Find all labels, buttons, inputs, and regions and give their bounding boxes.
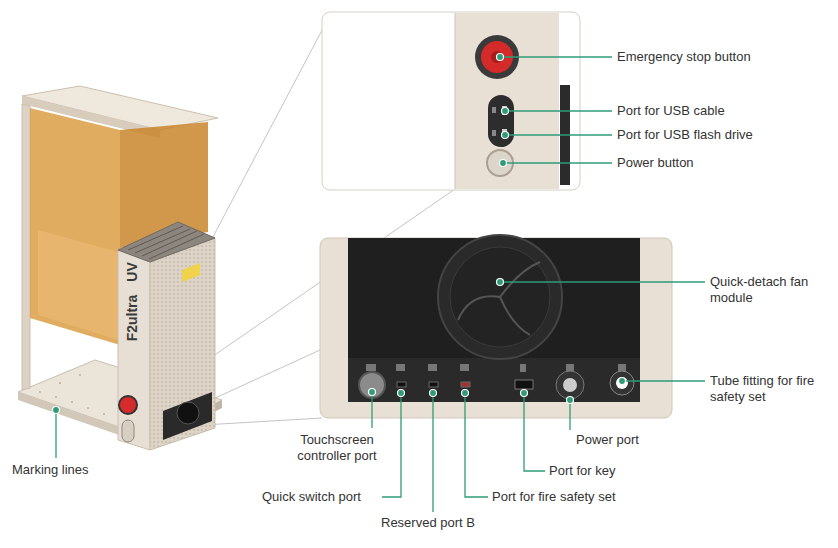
callout-label: Power port: [576, 432, 639, 448]
marking-dots: [39, 374, 121, 421]
fan-panel: [163, 392, 212, 440]
leader-line: [505, 110, 612, 111]
leader-line: [371, 392, 372, 428]
power-port: [556, 371, 584, 399]
fan: [177, 402, 199, 424]
usb-ports: [122, 420, 134, 442]
callout-label: Tube fitting for fire safety set: [710, 373, 816, 405]
callout-label: Port for fire safety set: [492, 489, 616, 505]
callout-label: Emergency stop button: [617, 49, 751, 65]
panel-frame: [320, 238, 672, 418]
model-badge: UV: [124, 262, 140, 281]
callout-label: Quick-detach fan module: [710, 274, 828, 306]
tower-vent: [118, 222, 215, 262]
zoom-line: [200, 350, 320, 405]
port-icons: [366, 364, 626, 372]
touchscreen-port: [359, 372, 385, 398]
leader-lines: [56, 57, 705, 512]
port-icon: [492, 130, 496, 136]
callout-label: Port for USB cable: [617, 103, 725, 119]
face-edge: [455, 13, 456, 189]
leader-line: [622, 380, 705, 381]
reserved-port: [429, 382, 438, 387]
callout-label: Marking lines: [12, 462, 89, 478]
port-icon: [492, 107, 496, 113]
leader-line: [432, 393, 433, 512]
port-strip: [348, 358, 640, 402]
model-badge: F2ultra: [124, 295, 140, 342]
callout-label: Quick switch port: [262, 489, 361, 505]
emergency-center: [491, 51, 503, 63]
port-pill: [488, 95, 514, 147]
callout-label: Reserved port B: [381, 515, 475, 531]
shield-window: [38, 230, 118, 340]
leader-line: [503, 162, 612, 163]
fire-safety-port: [461, 382, 470, 387]
callout-label: Port for USB flash drive: [617, 127, 753, 143]
leader-line: [382, 393, 401, 497]
power-port-core: [563, 378, 577, 392]
leader-line: [500, 56, 612, 57]
leader-line: [55, 410, 56, 458]
leader-line: [505, 134, 612, 135]
leader-line: [569, 400, 570, 430]
tube-fitting: [610, 371, 634, 395]
warning-plate: [182, 263, 200, 282]
fan-grill: [438, 235, 562, 359]
corner-post: [22, 104, 30, 390]
callout-label: Touchscreen controller port: [282, 432, 392, 464]
leader-line: [500, 281, 705, 282]
leader-dots: [53, 54, 626, 414]
laser-machine: [18, 86, 222, 450]
callout-label: Port for key: [549, 463, 615, 479]
key-port: [515, 380, 533, 389]
quick-switch-port: [397, 382, 406, 387]
tube-fitting-core: [616, 377, 628, 389]
zoom-line: [203, 418, 322, 425]
leader-line: [524, 393, 545, 471]
orange-shield: [30, 108, 120, 345]
fan-blades: [458, 262, 540, 335]
tower-side: [150, 238, 215, 450]
tower-front: [118, 250, 150, 450]
callout-label: Power button: [617, 155, 694, 171]
leader-line: [465, 393, 488, 497]
fan-inner: [450, 247, 550, 347]
emergency-button: [119, 396, 137, 414]
fan-housing: [348, 238, 640, 358]
zoom-panel-bottom: [320, 235, 672, 418]
vent-grill: [128, 226, 204, 259]
